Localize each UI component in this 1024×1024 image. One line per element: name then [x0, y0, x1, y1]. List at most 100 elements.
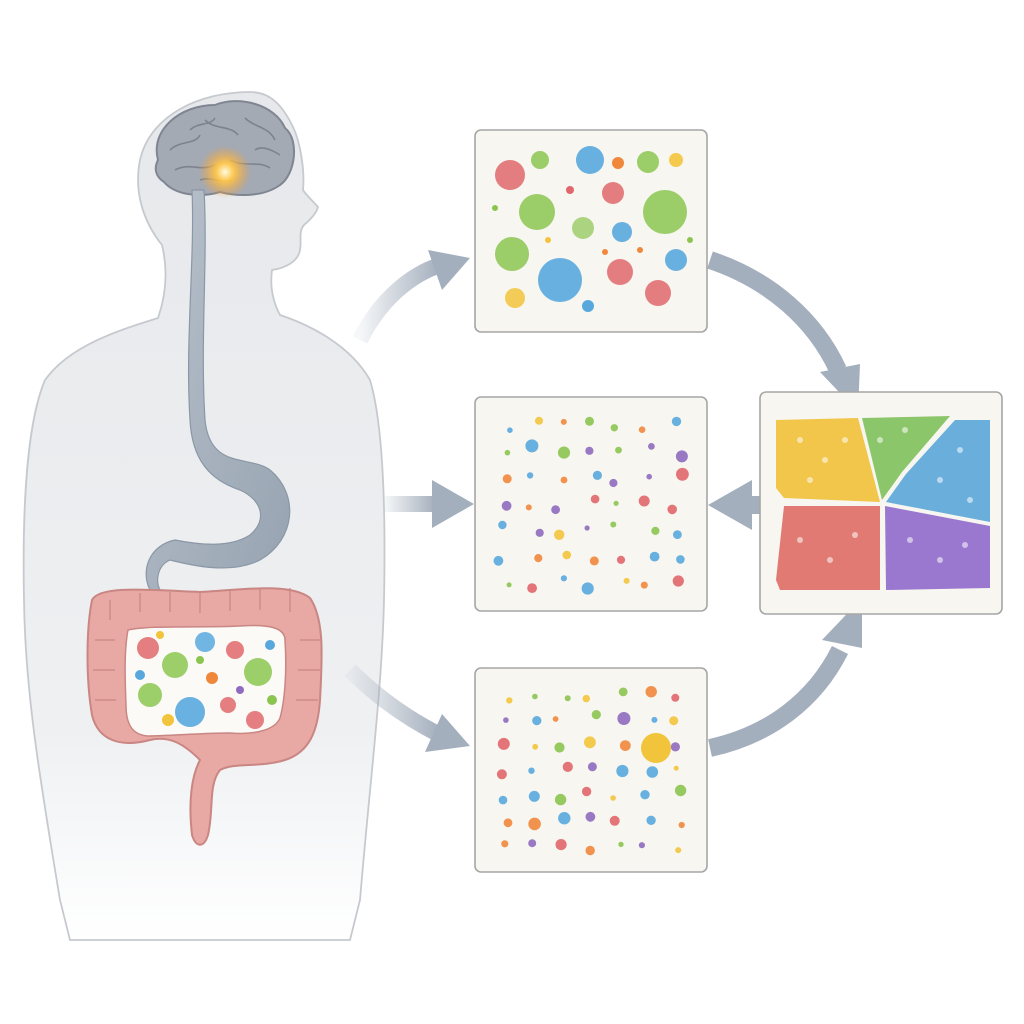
particle-dot: [501, 840, 509, 848]
particle-dot: [670, 742, 681, 752]
particle-dot: [497, 737, 510, 750]
particle-dot: [501, 500, 512, 511]
particle-dot: [506, 582, 512, 588]
particle-dot: [675, 450, 688, 463]
particle-dot: [590, 494, 600, 504]
arrow-body-to-microbes: [352, 250, 470, 344]
particle-dot: [678, 821, 685, 829]
particle-dot: [672, 575, 684, 587]
arrow-metabolites-to-clusters: [708, 598, 862, 757]
particle-dot: [673, 765, 679, 771]
particle-dot: [676, 555, 685, 564]
particle-dot: [564, 695, 571, 702]
particle-dot: [585, 446, 594, 455]
particle-dot: [651, 716, 658, 723]
particle-dot: [671, 693, 680, 702]
particle-dot: [589, 556, 599, 566]
particle-dot: [498, 520, 507, 530]
particle-dot: [526, 472, 534, 479]
particle-dot: [503, 818, 513, 828]
particle-dot: [615, 446, 622, 454]
particle-dot: [646, 766, 659, 778]
particle-dot: [638, 495, 650, 507]
arrow-microbes-to-clusters: [707, 251, 860, 412]
particle-dot: [498, 795, 508, 805]
particle-dot: [503, 717, 509, 723]
particle-dot: [640, 790, 650, 800]
particle-dot: [671, 416, 682, 427]
particle-dot: [528, 790, 540, 802]
particle-dot: [532, 743, 539, 750]
particle-dot: [560, 418, 567, 425]
particle-dot: [623, 577, 630, 584]
particle-dot: [616, 555, 626, 565]
particle-dot: [592, 470, 603, 480]
particle-dot: [645, 686, 657, 698]
colon-microbiome: [86, 587, 323, 846]
particle-dot: [551, 505, 560, 515]
particle-dot: [502, 474, 512, 484]
particle-dot: [651, 526, 660, 536]
particle-dot: [646, 473, 652, 480]
particle-dot: [581, 582, 594, 595]
particle-dot: [532, 693, 538, 700]
particle-dot: [584, 525, 590, 531]
particle-dot: [585, 811, 596, 822]
particle-dot: [675, 847, 682, 854]
particle-dot: [609, 478, 618, 488]
particle-dot: [585, 845, 595, 856]
particle-dot: [552, 716, 559, 722]
gut-microbes: [135, 631, 277, 729]
panel-metabolites: [474, 667, 708, 873]
particle-dot: [525, 504, 532, 511]
particle-dot: [587, 762, 597, 772]
particle-dot: [638, 842, 646, 849]
particle-dot: [507, 427, 513, 434]
particle-dot: [525, 439, 539, 453]
arrow-body-to-molecules: [385, 480, 474, 528]
particle-dot: [646, 815, 656, 825]
particle-dot: [667, 504, 677, 515]
particle-dot: [555, 839, 567, 851]
particle-dot: [610, 795, 616, 801]
particle-dot: [638, 426, 646, 434]
particle-dot: [528, 817, 541, 831]
arrow-body-to-metabolites: [344, 664, 470, 752]
particle-dot: [619, 740, 631, 751]
particle-dot: [535, 416, 543, 425]
panel-clusters: [759, 391, 1003, 615]
particle-dot: [562, 761, 573, 773]
particle-dot: [669, 716, 679, 726]
particle-dot: [560, 476, 568, 484]
particle-dot: [613, 500, 619, 506]
particle-dot: [584, 736, 596, 749]
particle-dot: [558, 812, 571, 825]
particle-dot: [616, 764, 629, 778]
particle-dot: [610, 521, 617, 528]
particle-dot: [504, 449, 511, 456]
particle-dot: [618, 687, 628, 697]
particle-dot: [557, 446, 571, 459]
particle-dot: [562, 550, 572, 560]
particle-dot: [535, 528, 544, 537]
particle-dot: [528, 767, 535, 774]
particle-dot: [648, 443, 655, 450]
particle-dot: [676, 467, 689, 481]
particle-dot: [554, 793, 567, 806]
panel-molecules: [474, 396, 708, 612]
particle-dot: [496, 769, 507, 780]
particle-dot: [617, 712, 631, 725]
particle-dot: [560, 575, 568, 582]
particle-dot: [581, 786, 592, 797]
particle-dot: [554, 529, 565, 540]
particle-dot: [609, 815, 620, 826]
brain: [154, 100, 296, 198]
particle-dot: [532, 716, 542, 726]
particle-dot: [528, 839, 537, 848]
particle-dot: [591, 710, 601, 720]
particle-dot: [534, 554, 543, 563]
particle-dot: [674, 784, 687, 797]
particle-dot: [640, 581, 648, 589]
particle-dot: [610, 424, 618, 432]
